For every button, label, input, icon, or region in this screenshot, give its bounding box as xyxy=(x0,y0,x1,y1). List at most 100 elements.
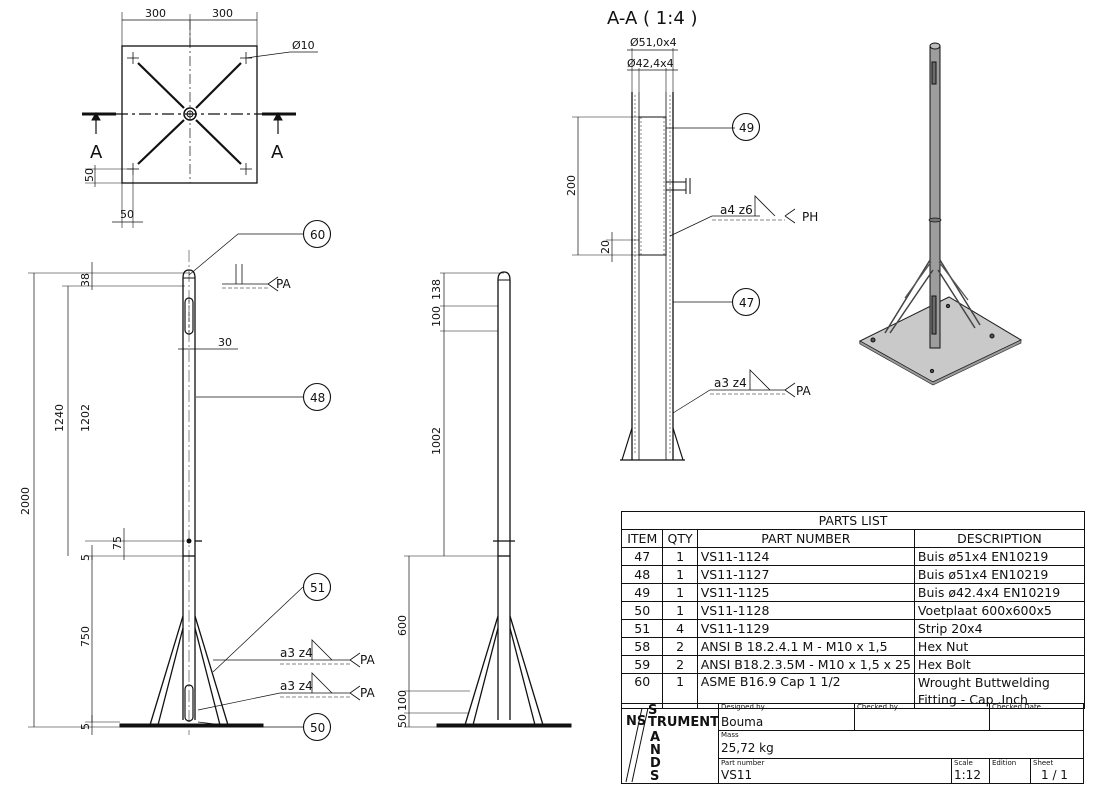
logo-s: S xyxy=(648,703,658,718)
weld-ph: PH xyxy=(802,210,818,224)
cell-item: 48 xyxy=(620,565,664,584)
logo-lines xyxy=(625,707,649,783)
section-title: A-A ( 1:4 ) xyxy=(607,8,698,29)
designed-by-value: Bouma xyxy=(721,715,764,729)
section-mark-left: A xyxy=(90,142,103,163)
dim-front-2000: 2000 xyxy=(19,487,32,515)
balloon-48: 48 xyxy=(310,391,325,405)
checked-date-cell: Checked Date xyxy=(989,703,1083,730)
cell-qty: 4 xyxy=(662,619,698,638)
dim-top-50-h: 50 xyxy=(120,208,134,221)
cell-item: 59 xyxy=(620,655,664,674)
sheet-label: Sheet xyxy=(1033,759,1054,767)
dim-side-600: 600 xyxy=(396,615,409,636)
cell-item: 49 xyxy=(620,583,664,602)
header-item: ITEM xyxy=(620,529,664,548)
table-row: 48 1 VS11-1127 Buis ø51x4 EN10219 xyxy=(620,565,1086,584)
weld-a3z4-section: a3 z4 xyxy=(714,376,747,390)
table-row: 47 1 VS11-1124 Buis ø51x4 EN10219 xyxy=(620,547,1086,566)
drawing-labels: A-A ( 1:4 ) A A 300 300 Ø10 50 50 38 124… xyxy=(19,7,818,735)
dim-side-138: 138 xyxy=(430,279,443,300)
sheet-value: 1 / 1 xyxy=(1041,768,1068,782)
designed-by-cell: Designed by Bouma xyxy=(718,703,854,730)
cell-description: Buis ø51x4 EN10219 xyxy=(913,547,1086,566)
cell-qty: 2 xyxy=(662,637,698,656)
cell-description: Strip 20x4 xyxy=(913,619,1086,638)
table-row: 59 2 ANSI B18.2.3.5M - M10 x 1,5 x 25 He… xyxy=(620,655,1086,674)
mass-cell: Mass 25,72 kg xyxy=(718,730,1083,758)
cell-qty: 1 xyxy=(662,583,698,602)
table-row: 50 1 VS11-1128 Voetplaat 600x600x5 xyxy=(620,601,1086,620)
table-row: 58 2 ANSI B 18.2.4.1 M - M10 x 1,5 Hex N… xyxy=(620,637,1086,656)
weld-pa-strip-2: PA xyxy=(360,686,375,700)
dim-front-750: 750 xyxy=(79,626,92,647)
cell-description: Hex Nut xyxy=(913,637,1086,656)
weld-a4z6: a4 z6 xyxy=(720,203,753,217)
logo-a: A xyxy=(650,730,661,745)
table-row: 49 1 VS11-1125 Buis ø42.4x4 EN10219 xyxy=(620,583,1086,602)
cell-part-number: VS11-1127 xyxy=(696,565,915,584)
cell-part-number: VS11-1128 xyxy=(696,601,915,620)
balloon-51: 51 xyxy=(310,581,325,595)
dim-side-1002: 1002 xyxy=(430,427,443,455)
cell-part-number: ANSI B18.2.3.5M - M10 x 1,5 x 25 xyxy=(696,655,915,674)
dim-side-50: 50 xyxy=(396,714,409,728)
header-part-number: PART NUMBER xyxy=(696,529,915,548)
cell-part-number: VS11-1124 xyxy=(696,547,915,566)
dim-section-200: 200 xyxy=(565,175,578,196)
weld-a3z4-strip-1: a3 z4 xyxy=(280,646,313,660)
cell-item: 51 xyxy=(620,619,664,638)
cell-description: Voetplaat 600x600x5 xyxy=(913,601,1086,620)
cell-part-number: VS11-1129 xyxy=(696,619,915,638)
dim-front-1202: 1202 xyxy=(79,404,92,432)
weld-a3z4-strip-2: a3 z4 xyxy=(280,679,313,693)
side-view xyxy=(404,271,572,728)
designed-by-label: Designed by xyxy=(721,703,765,711)
mass-label: Mass xyxy=(721,731,739,739)
dim-side-100: 100 xyxy=(430,306,443,327)
dim-front-1240: 1240 xyxy=(53,404,66,432)
mass-value: 25,72 kg xyxy=(721,741,774,755)
part-number-label: Part number xyxy=(721,759,765,767)
logo-n: N xyxy=(650,743,661,758)
checked-date-label: Checked Date xyxy=(992,703,1041,711)
title-block: NS S TRUMENT A N D S Designed by Bouma C… xyxy=(621,703,1084,784)
parts-list-title: PARTS LIST xyxy=(621,511,1085,530)
scale-label: Scale xyxy=(954,759,973,767)
weld-pa-strip-1: PA xyxy=(360,653,375,667)
parts-list-table: PARTS LIST ITEM QTY PART NUMBER DESCRIPT… xyxy=(620,511,1086,709)
cell-item: 58 xyxy=(620,637,664,656)
table-row: 51 4 VS11-1129 Strip 20x4 xyxy=(620,619,1086,638)
edition-cell: Edition xyxy=(989,758,1030,783)
header-description: DESCRIPTION xyxy=(913,529,1086,548)
cell-item: 50 xyxy=(620,601,664,620)
dim-top-300-left: 300 xyxy=(145,7,166,20)
cell-qty: 1 xyxy=(662,601,698,620)
part-number-cell: Part number VS11 xyxy=(718,758,951,783)
cell-qty: 1 xyxy=(662,565,698,584)
logo-d: D xyxy=(650,756,661,771)
top-view xyxy=(82,12,318,228)
dim-hole-dia: Ø10 xyxy=(292,39,315,52)
cell-item: 47 xyxy=(620,547,664,566)
balloon-50: 50 xyxy=(310,721,325,735)
header-qty: QTY xyxy=(662,529,698,548)
cell-description: Hex Bolt xyxy=(913,655,1086,674)
dim-top-50-v: 50 xyxy=(83,168,96,182)
isometric-view xyxy=(858,42,1023,386)
cell-qty: 2 xyxy=(662,655,698,674)
sheet-cell: Sheet 1 / 1 xyxy=(1030,758,1083,783)
weld-pa-section: PA xyxy=(796,384,811,398)
front-view xyxy=(28,219,361,742)
part-number-value: VS11 xyxy=(721,768,753,782)
dim-section-inner: Ø42,4x4 xyxy=(627,57,674,70)
section-view xyxy=(572,48,796,461)
parts-list-title-row: PARTS LIST xyxy=(621,511,1085,530)
dim-front-38: 38 xyxy=(79,273,92,287)
balloon-47: 47 xyxy=(739,296,754,310)
balloon-60: 60 xyxy=(310,228,325,242)
section-mark-right: A xyxy=(271,142,284,163)
dim-front-5-bottom: 5 xyxy=(79,723,92,730)
cell-part-number: VS11-1125 xyxy=(696,583,915,602)
logo-ns: NS xyxy=(626,714,647,729)
